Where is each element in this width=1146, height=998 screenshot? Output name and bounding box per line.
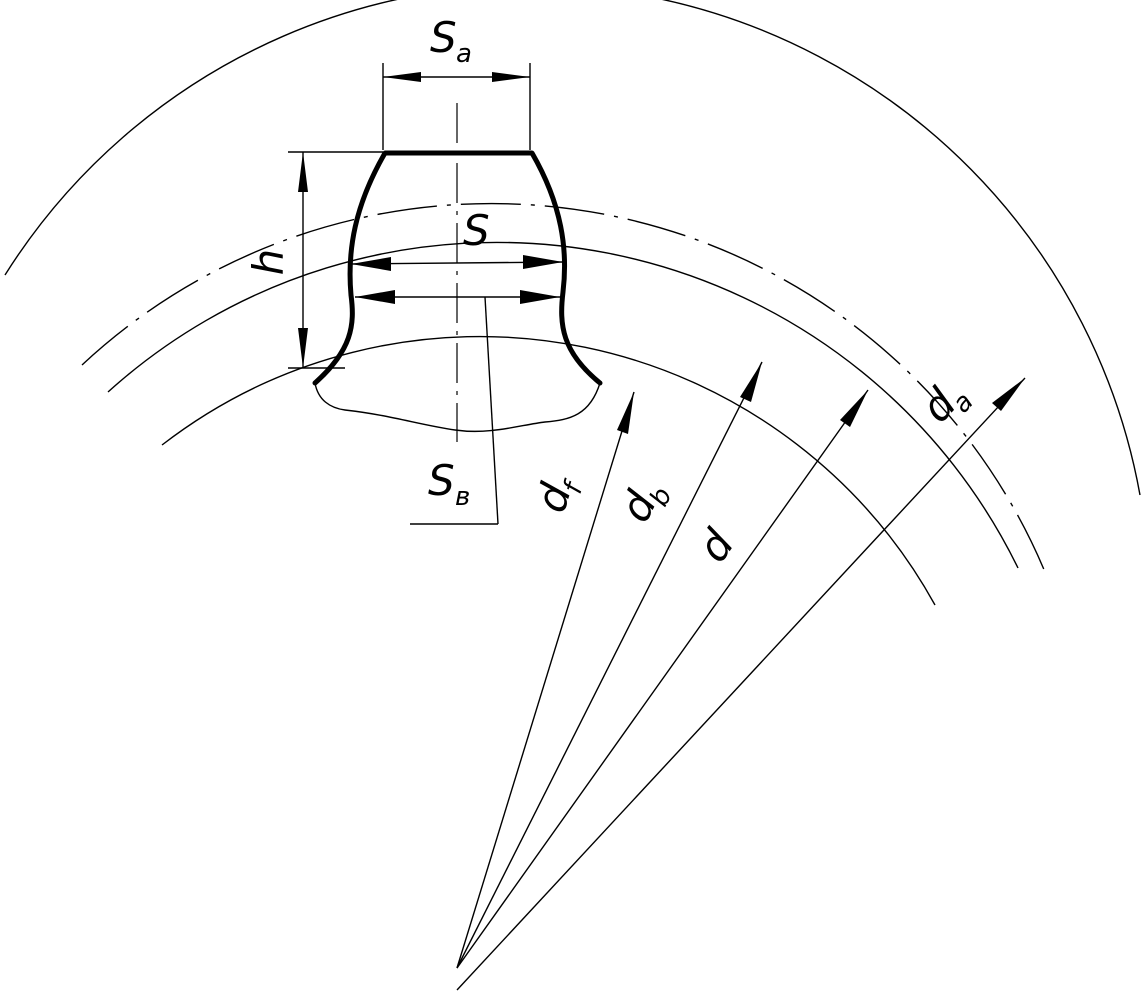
- tooth-break-line: [314, 382, 601, 433]
- pitch-diameter-line: [456, 389, 869, 969]
- base-thickness-label: S в: [428, 456, 470, 512]
- root-diameter-label: d f: [526, 476, 591, 518]
- pitch-thickness-dimension: [350, 255, 564, 271]
- tooth-height-label: h: [244, 249, 293, 276]
- tip-diameter-line: [456, 377, 1026, 991]
- root-diameter-line: [456, 391, 635, 969]
- base-diameter-label: d b: [610, 483, 678, 530]
- base-thickness-dimension: [355, 290, 560, 525]
- pitch-thickness-label: S: [463, 206, 490, 255]
- tip-thickness-dimension: [382, 63, 531, 150]
- base-diameter-line: [456, 361, 763, 969]
- diameter-lines: [456, 361, 1026, 991]
- tip-circle-arc: [4, 0, 1141, 496]
- tooth-height-dimension: [288, 151, 383, 369]
- tip-thickness-label: S a: [430, 13, 472, 69]
- svg-text:a: a: [456, 39, 472, 69]
- pitch-circle-arc: [81, 202, 1046, 573]
- pitch-diameter-label: d: [688, 521, 744, 571]
- svg-text:d: d: [688, 521, 744, 571]
- root-circle-arc: [161, 335, 936, 606]
- base-circle-arc: [107, 241, 1019, 569]
- svg-text:S: S: [430, 13, 457, 62]
- svg-text:S: S: [428, 456, 455, 505]
- tooth-profile: [312, 150, 603, 386]
- svg-text:в: в: [455, 482, 470, 512]
